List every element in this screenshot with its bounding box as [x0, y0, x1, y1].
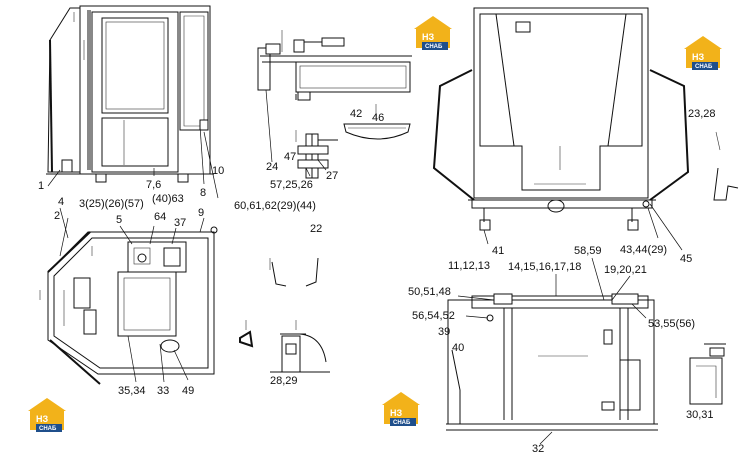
label-32: 32	[532, 443, 544, 455]
label-3: 3(25)(26)(57)	[79, 198, 144, 210]
logo-word-text: СНАБ	[695, 64, 713, 70]
part-23-28	[713, 131, 739, 201]
cab-side-view	[46, 5, 214, 183]
label-10: 10	[212, 165, 224, 177]
label-14-18: 14,15,16,17,18	[508, 261, 581, 273]
logo-bottom-left: НЗ СНАБ	[28, 398, 66, 432]
bracket-detail	[295, 130, 338, 179]
logo-word-text: СНАБ	[425, 44, 443, 50]
label-45: 45	[680, 253, 692, 265]
label-9: 9	[198, 207, 204, 219]
label-24: 24	[266, 161, 278, 173]
label-22: 22	[310, 223, 322, 235]
label-30-31: 30,31	[686, 409, 714, 421]
label-2: 2	[54, 210, 60, 222]
label-49: 49	[182, 385, 194, 397]
label-60-61-62: 60,61,62(29)(44)	[234, 200, 316, 212]
logo-mark-text: НЗ	[692, 52, 704, 62]
part-22	[269, 257, 319, 287]
label-37: 37	[174, 217, 186, 229]
label-28-29: 28,29	[270, 375, 298, 387]
label-11-12-13: 11,12,13	[448, 260, 490, 272]
label-57-25-26: 57,25,26	[270, 179, 313, 191]
label-41: 41	[492, 245, 504, 257]
label-56-54-52: 56,54,52	[412, 310, 455, 322]
label-40-63: (40)63	[152, 193, 184, 205]
part-small-left	[239, 320, 254, 348]
logo-bottom-middle: НЗ СНАБ	[382, 392, 420, 426]
label-27: 27	[326, 170, 338, 182]
part-30-31	[689, 343, 726, 405]
part-28-29	[270, 320, 330, 373]
label-40: 40	[452, 342, 464, 354]
label-47: 47	[284, 151, 296, 163]
logo-mark-text: НЗ	[36, 414, 48, 424]
label-19-20-21: 19,20,21	[604, 264, 647, 276]
label-43-44-29: 43,44(29)	[620, 244, 667, 256]
label-46: 46	[372, 112, 384, 124]
label-39: 39	[438, 326, 450, 338]
label-53-55-56: 53,55(56)	[648, 318, 695, 330]
part-42-46	[343, 104, 411, 140]
label-42: 42	[350, 108, 362, 120]
cab-rear-view	[432, 7, 690, 231]
label-8: 8	[200, 187, 206, 199]
label-64: 64	[154, 211, 166, 223]
logo-mark-text: НЗ	[390, 408, 402, 418]
leader-lines	[47, 89, 683, 445]
logo-mark-text: НЗ	[422, 32, 434, 42]
label-1: 1	[38, 180, 44, 192]
label-58-59: 58,59	[574, 245, 602, 257]
cab-section-view	[446, 293, 658, 431]
logo-top-right: НЗ СНАБ	[684, 36, 722, 70]
callout-labels: 1 7,6 8 4 3(25)(26)(57) (40)63 10 60,61,…	[38, 108, 716, 455]
logo-word-text: СНАБ	[393, 420, 411, 426]
label-5: 5	[116, 214, 122, 226]
logo-top-middle: НЗ СНАБ	[414, 16, 452, 50]
label-4: 4	[58, 196, 64, 208]
label-50-51-48: 50,51,48	[408, 286, 451, 298]
label-23-28: 23,28	[688, 108, 716, 120]
hinge-detail	[257, 30, 412, 101]
label-35-34: 35,34	[118, 385, 146, 397]
label-33: 33	[157, 385, 169, 397]
label-7-6: 7,6	[146, 179, 161, 191]
cab-top-view	[39, 226, 218, 385]
logo-word-text: СНАБ	[39, 426, 57, 432]
